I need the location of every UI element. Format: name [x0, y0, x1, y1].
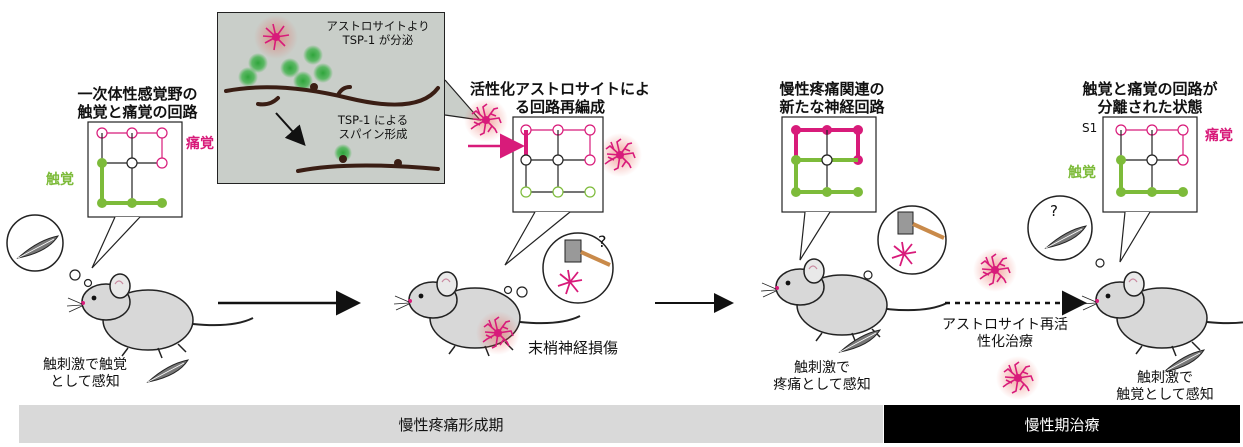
inset-text2-line2: スパイン形成 [339, 127, 408, 141]
treatment-period-label: 慢性期治療 [1024, 414, 1099, 435]
feather-icon [1164, 350, 1204, 372]
panel3-caption-line2: 疼痛として感知 [773, 377, 871, 393]
mouse1-icon [67, 274, 253, 358]
tsp1-inset: アストロサイトより TSP-1 が分泌 TSP-1 による スパイン形成 [217, 12, 445, 184]
inset-text2-line1: TSP-1 による [338, 113, 408, 127]
panel4-title: 触覚と痛覚の回路が 分離された状態 [1060, 80, 1240, 116]
panel1-touch-label: 触覚 [46, 172, 74, 189]
panel3-title-line2: 新たな神経回路 [779, 98, 884, 116]
panel1-title: 一次体性感覚野の 触覚と痛覚の回路 [50, 85, 225, 121]
panel3-circuit-grid [782, 117, 876, 260]
panel1-pain-label: 痛覚 [186, 136, 214, 153]
panel2-question-mark: ? [598, 233, 607, 250]
formation-period-label: 慢性疼痛形成期 [398, 414, 503, 435]
panel3-title: 慢性疼痛関連の 新たな神経回路 [752, 80, 912, 116]
panel4-caption-line2: 触覚として感知 [1116, 387, 1214, 403]
panel4-title-line2: 分離された状態 [1097, 98, 1202, 116]
treatment-label-line1: アストロサイト再活 [942, 317, 1068, 333]
panel1-thought-bubble [7, 215, 63, 271]
panel4-caption: 触刺激で 触覚として感知 [1095, 370, 1235, 404]
inset-text1-line1: アストロサイトより [326, 19, 429, 33]
panel4-pain-label: 痛覚 [1205, 128, 1233, 145]
panel2-caption: 末梢神経損傷 [528, 340, 618, 357]
panel4-s1-label: S1 [1082, 120, 1097, 137]
inset-text1: アストロサイトより TSP-1 が分泌 [318, 19, 438, 47]
panel2-title: 活性化アストロサイトによ る回路再編成 [465, 80, 655, 116]
panel4-circuit-grid [1103, 117, 1197, 262]
feather-icon [148, 360, 188, 382]
panel4-title-line1: 触覚と痛覚の回路が [1082, 80, 1217, 98]
panel1-circuit-grid [88, 122, 182, 268]
astrocyte-icon [598, 133, 642, 177]
mouse4-icon [1081, 272, 1243, 356]
panel1-caption-line2: として感知 [50, 374, 120, 390]
inset-text1-line2: TSP-1 が分泌 [343, 33, 414, 47]
panel3-caption-line1: 触刺激で [794, 360, 850, 376]
panel3-caption: 触刺激で 疼痛として感知 [752, 360, 892, 394]
treatment-label-line2: 性化治療 [977, 334, 1033, 350]
panel1-title-line1: 一次体性感覚野の [77, 85, 197, 103]
panel1-caption: 触刺激で触覚 として感知 [20, 357, 150, 391]
inset-text2: TSP-1 による スパイン形成 [318, 113, 428, 141]
treatment-period-bar: 慢性期治療 [884, 405, 1240, 443]
panel3-title-line1: 慢性疼痛関連の [779, 80, 884, 98]
panel1-caption-line1: 触刺激で触覚 [43, 357, 127, 373]
formation-period-bar: 慢性疼痛形成期 [19, 405, 883, 443]
panel2-title-line2: る回路再編成 [515, 98, 605, 116]
panel4-caption-line1: 触刺激で [1137, 370, 1193, 386]
panel2-title-line1: 活性化アストロサイトによ [470, 80, 650, 98]
injury-icon [476, 311, 520, 355]
panel1-title-line2: 触覚と痛覚の回路 [77, 103, 197, 121]
panel4-touch-label: 触覚 [1068, 165, 1096, 182]
panel4-question-mark: ? [1050, 203, 1058, 220]
astrocyte-icon [973, 248, 1017, 292]
astrocyte-icon [996, 356, 1040, 400]
treatment-label: アストロサイト再活 性化治療 [930, 317, 1080, 351]
